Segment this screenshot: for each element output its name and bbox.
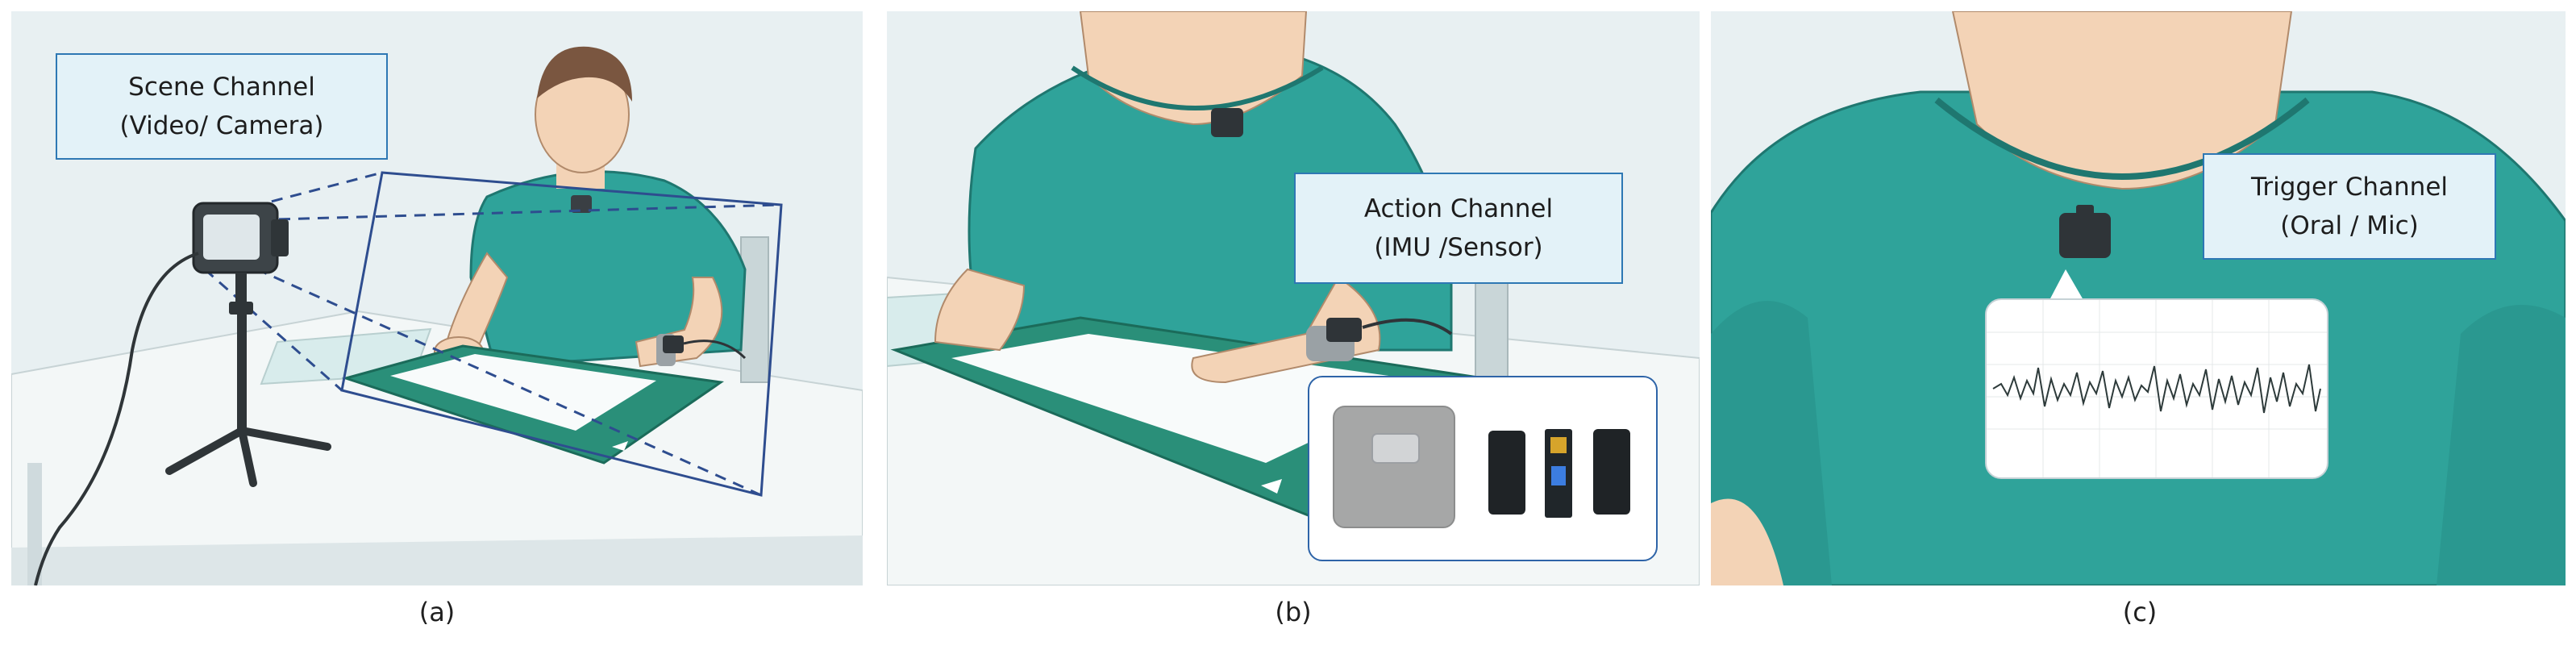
scene-channel-label: Scene Channel (Video/ Camera)	[56, 53, 388, 160]
sensor-hardware-icon	[1333, 406, 1630, 528]
panel-action-channel: Action Channel (IMU /Sensor)	[887, 11, 1700, 585]
panel-scene-channel: Scene Channel (Video/ Camera)	[11, 11, 863, 585]
action-channel-title: Action Channel	[1363, 194, 1554, 223]
action-channel-subtitle: (IMU /Sensor)	[1374, 233, 1543, 262]
panel-trigger-channel: Trigger Channel (Oral / Mic)	[1711, 11, 2566, 585]
audio-waveform-inset	[1985, 298, 2328, 479]
scene-channel-subtitle: (Video/ Camera)	[119, 111, 324, 140]
trigger-channel-title: Trigger Channel	[2250, 173, 2449, 202]
action-channel-label: Action Channel (IMU /Sensor)	[1294, 173, 1623, 284]
waveform-icon	[1987, 300, 2327, 477]
trigger-channel-label: Trigger Channel (Oral / Mic)	[2203, 153, 2496, 260]
caption-c: (c)	[2122, 597, 2158, 627]
caption-a: (a)	[418, 597, 456, 627]
trigger-channel-subtitle: (Oral / Mic)	[2280, 211, 2419, 240]
sensor-hardware-inset	[1308, 376, 1658, 561]
scene-channel-title: Scene Channel	[128, 73, 315, 102]
scene-illustration	[11, 11, 863, 585]
caption-b: (b)	[1275, 597, 1312, 627]
